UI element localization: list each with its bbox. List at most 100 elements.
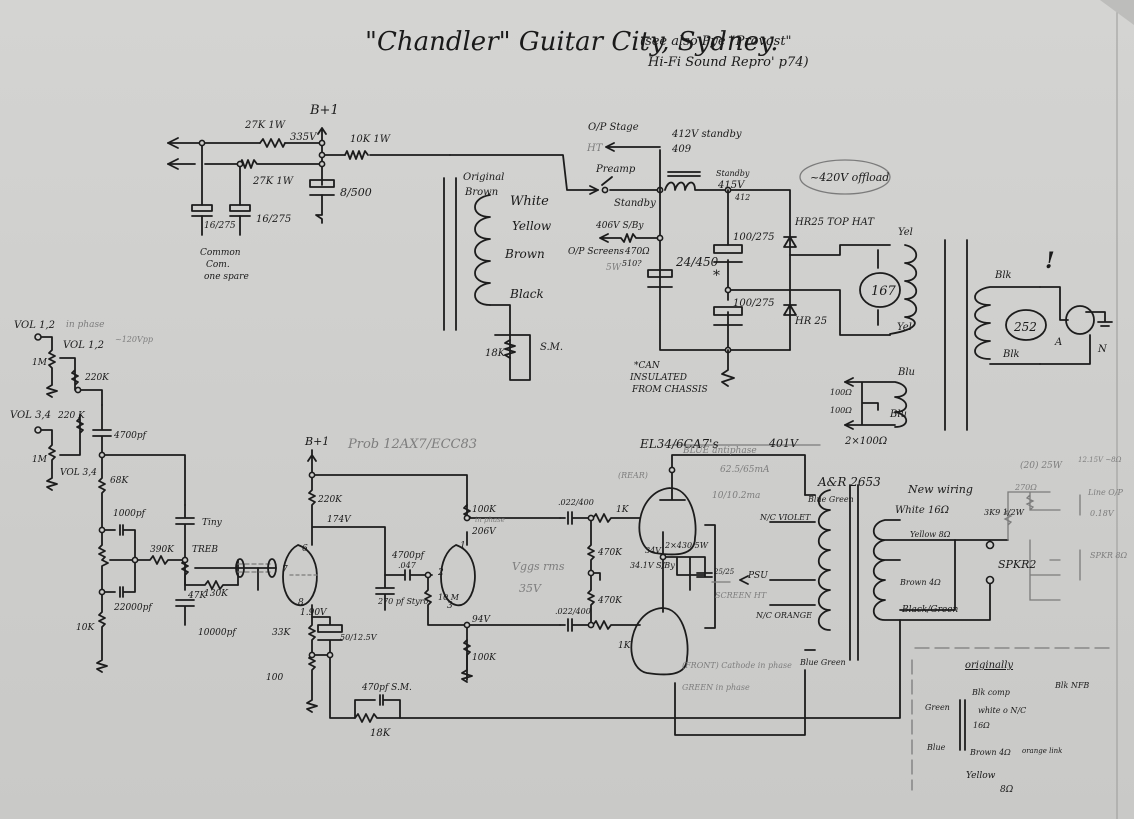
cap-10000-label: 10000pf bbox=[198, 628, 237, 638]
title-main: "Chandler" Guitar City, Sydney. bbox=[365, 27, 779, 57]
preamp-b-plus-label: B+1 bbox=[304, 435, 329, 448]
power-note: (20) 25W bbox=[1020, 460, 1063, 471]
v-34-label: 34V bbox=[645, 546, 662, 555]
mains-plug-icon bbox=[1065, 305, 1095, 335]
cap-100-275-b-label: 100/275 bbox=[733, 298, 775, 309]
r-100k-plate-label: 100K bbox=[472, 505, 497, 515]
cap-16-275-a-label: 16/275 bbox=[204, 221, 236, 231]
v-206-label: 206V bbox=[471, 527, 497, 537]
b-plus-1-label: B+1 bbox=[309, 103, 339, 118]
cap-16-275-b-label: 16/275 bbox=[256, 214, 291, 225]
screen-ht-note: SCREEN HT bbox=[715, 591, 767, 600]
v-174-label: 174V bbox=[327, 515, 352, 525]
plate-current-note: 62.5/65mA bbox=[720, 465, 770, 475]
pt-original-label: Original bbox=[463, 172, 504, 183]
resistor-27k-bottom bbox=[239, 159, 258, 169]
r-3k9-label: 3K9 1/2W bbox=[984, 508, 1025, 517]
common-note-1: Common bbox=[200, 248, 241, 258]
blu-bottom-label: Blu bbox=[889, 409, 907, 420]
yellow-label: Yellow bbox=[966, 771, 996, 781]
mains-n-label: N bbox=[1097, 344, 1108, 355]
cap-25-label: 25/25 bbox=[713, 568, 735, 576]
pt-white-label: White bbox=[510, 194, 549, 209]
pin-8-label: 8 bbox=[298, 598, 304, 608]
pin-6-label: 6 bbox=[302, 544, 308, 554]
triode-v2-icon bbox=[440, 504, 476, 606]
r-18k-feedback-label: 18K bbox=[370, 728, 391, 739]
cap-4700-coupling-label: 4700pf bbox=[391, 551, 426, 561]
title-note-line1: (see also Pye "Provost" bbox=[640, 34, 792, 49]
r-27k-bottom-label: 27K 1W bbox=[252, 176, 294, 187]
op-screens-label: O/P Screens bbox=[568, 247, 624, 257]
v-406-label: 406V S/By bbox=[595, 221, 644, 231]
treble-pot-label: TREB bbox=[192, 545, 218, 555]
standby-switch bbox=[589, 176, 661, 195]
green-inphase-note: GREEN in phase bbox=[682, 683, 750, 692]
output-wiring: New wiring White 16Ω Yellow 8Ω Brown 4Ω … bbox=[872, 456, 1127, 621]
r-10k-label: 10K bbox=[76, 623, 95, 633]
cap-470-feedback-label: 470pf S.M. bbox=[361, 683, 412, 693]
r-5w-label: 5W bbox=[606, 263, 622, 273]
black-green-label: Black/Green bbox=[901, 605, 959, 615]
vggs-label: Vggs rms bbox=[512, 560, 565, 573]
title-block: "Chandler" Guitar City, Sydney. (see als… bbox=[365, 27, 809, 70]
pt-brown-label: Brown bbox=[464, 187, 498, 198]
pt-yellow-label: Yellow bbox=[512, 219, 552, 233]
blue-green-bottom-label: Blue Green bbox=[799, 658, 846, 667]
v-190-label: 1.90V bbox=[300, 608, 328, 618]
v-401-label: 401V bbox=[768, 437, 799, 450]
cap-50-label: 50/12.5V bbox=[340, 633, 378, 642]
sm-label: S.M. bbox=[540, 342, 563, 353]
mains-252-label: 252 bbox=[1013, 320, 1037, 334]
r-470k-b-label: 470K bbox=[597, 596, 623, 606]
r-130k-label: 130K bbox=[204, 589, 229, 599]
blue-label: Blue bbox=[926, 743, 946, 752]
front-tube-note: (FRONT) Cathode in phase bbox=[682, 661, 792, 670]
cap-4700-label: 4700pf bbox=[113, 431, 148, 441]
pot-1m-b-label: 1M bbox=[32, 455, 48, 465]
v-412-label: 412 bbox=[734, 193, 750, 202]
r-100-a-label: 100Ω bbox=[830, 388, 852, 397]
voltage-note: 12.15V ~8Ω bbox=[1078, 456, 1122, 464]
originally-box: originally Blk comp Blk NFB Green white … bbox=[911, 647, 1116, 795]
yel-bottom-label: Yel bbox=[897, 322, 912, 333]
line-op-label: Line O/P bbox=[1087, 488, 1124, 497]
v-018-label: 0.18V bbox=[1090, 509, 1115, 518]
can-note-1: *CAN bbox=[634, 361, 661, 371]
paper-corner bbox=[1100, 0, 1134, 25]
blk-bottom-label: Blk bbox=[1002, 349, 1020, 360]
blue-green-top-label: Blue Green bbox=[807, 495, 854, 504]
cap-24-450-label: 24/450 bbox=[675, 255, 719, 269]
r-220k-plate-label: 220K bbox=[317, 495, 343, 505]
green-label: Green bbox=[925, 703, 950, 712]
v-341-label: 34.1V S/By bbox=[630, 561, 675, 570]
cap-1000-label: 1000pf bbox=[113, 509, 147, 519]
v-415-label: 415V bbox=[717, 180, 746, 191]
voltage-335-label: 335V bbox=[290, 132, 318, 143]
pin-7-label: 7 bbox=[282, 565, 288, 575]
r-220k-b-label: 220 K bbox=[57, 411, 86, 421]
blu-top-label: Blu bbox=[897, 367, 915, 378]
orange-link-label: orange link bbox=[1022, 747, 1062, 755]
pentode-v4-icon bbox=[630, 607, 689, 676]
can-note-2: INSULATED bbox=[629, 373, 687, 383]
r-68k-label: 68K bbox=[110, 476, 129, 486]
r-33k-label: 33K bbox=[272, 628, 291, 638]
output-transformer-label: A&R 2653 bbox=[817, 475, 881, 489]
r16-label: 16Ω bbox=[973, 721, 990, 730]
r-100-b-label: 100Ω bbox=[830, 406, 852, 415]
title-note-line2: Hi-Fi Sound Repro' p74) bbox=[647, 55, 809, 70]
pin-2-label: 2 bbox=[437, 568, 444, 578]
power-tubes-label: EL34/6CA7's bbox=[639, 437, 719, 451]
r-270-label: 270Ω bbox=[1014, 483, 1037, 492]
mains-transformer-core bbox=[944, 239, 968, 431]
r-470-label: 470Ω bbox=[624, 247, 650, 257]
r-2x430-label: 2×430 5W bbox=[664, 541, 709, 550]
r-10k-label: 10K 1W bbox=[350, 134, 391, 145]
vol12-pot-label: VOL 1,2 bbox=[63, 340, 104, 351]
r-100-cathode-label: 100 bbox=[266, 673, 283, 683]
r-100k-cathode-label: 100K bbox=[472, 653, 497, 663]
r-390k-label: 390K bbox=[150, 545, 175, 555]
power-amp-stage: EL34/6CA7's BLUE antiphase 401V 62.5/65m… bbox=[555, 437, 881, 736]
